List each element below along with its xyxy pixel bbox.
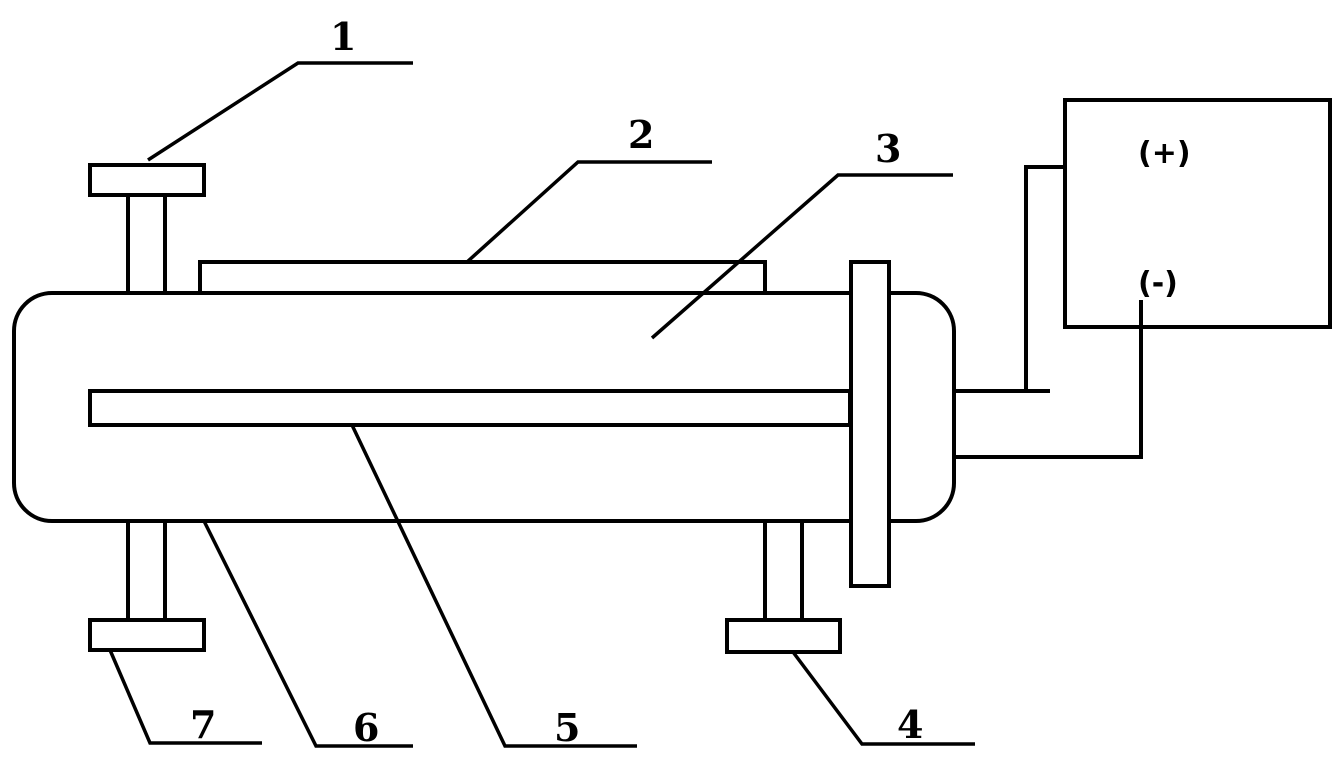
negative-terminal-label: (-) — [1138, 266, 1178, 301]
callout-7: 7 — [190, 702, 216, 747]
callout-4: 4 — [897, 702, 923, 747]
end-flange — [849, 260, 891, 588]
top-plate — [198, 260, 767, 293]
bottom-left-nozzle — [88, 521, 206, 652]
leader-lines — [108, 61, 975, 748]
wiring — [954, 165, 1143, 459]
callout-1: 1 — [330, 14, 356, 59]
power-supply-box — [1063, 98, 1332, 329]
callout-2: 2 — [628, 112, 654, 157]
bottom-right-nozzle — [725, 521, 842, 654]
callout-3: 3 — [875, 126, 901, 171]
callout-6: 6 — [353, 705, 379, 750]
inner-electrode-rod — [88, 389, 852, 427]
top-inlet-nozzle — [88, 163, 206, 293]
callout-5: 5 — [554, 705, 580, 750]
positive-terminal-label: (+) — [1138, 136, 1191, 171]
